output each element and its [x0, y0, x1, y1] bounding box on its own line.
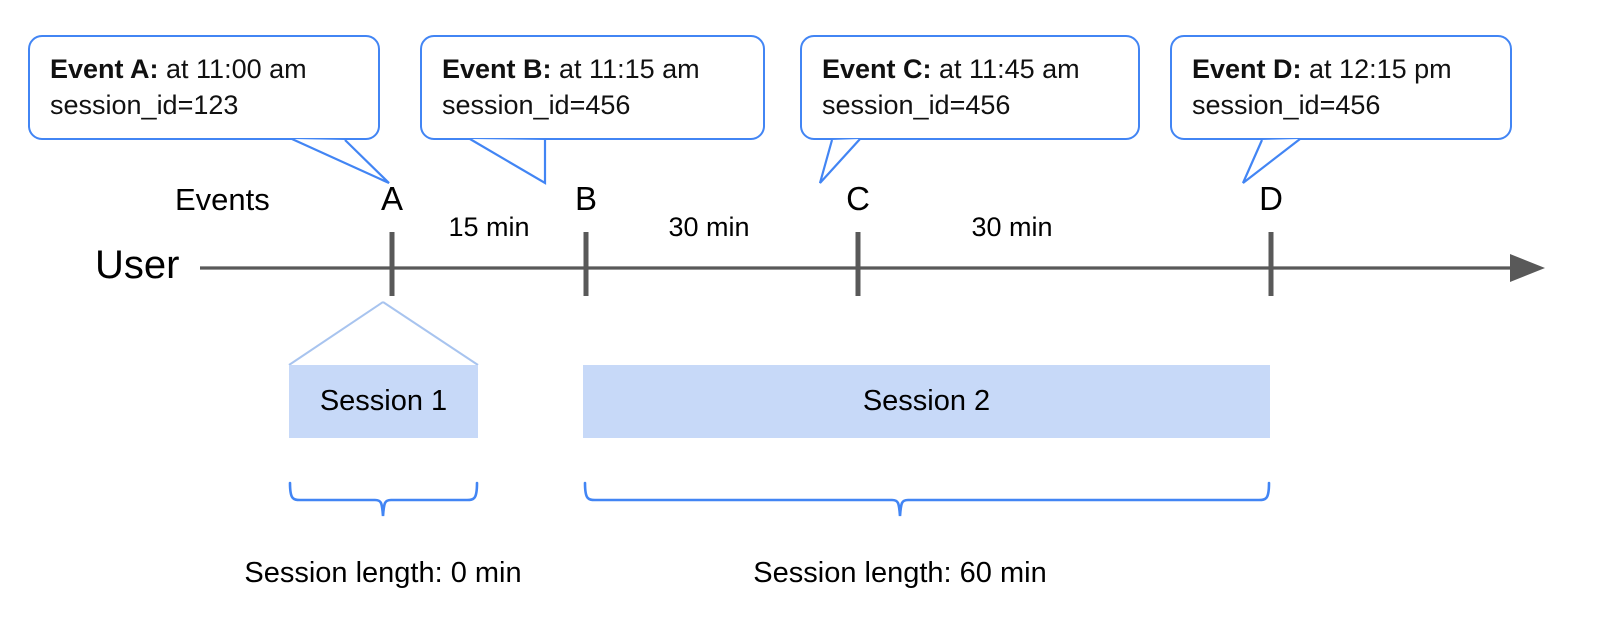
callout-d-session-field: session_id=456 [1192, 90, 1381, 121]
event-letter-d: D [1259, 180, 1283, 217]
callout-event-c: Event C: at 11:45 am session_id=456 [800, 35, 1140, 140]
session-bar-1-label: Session 1 [319, 385, 448, 417]
callout-b-event-name: Event B: [442, 54, 552, 84]
session-bar-2: Session 2 [583, 365, 1270, 438]
gap-label-c-d: 30 min [971, 212, 1053, 242]
callout-b-event-time: at 11:15 am [551, 54, 700, 84]
event-letter-a: A [380, 180, 404, 217]
callout-d-line1: Event D: at 12:15 pm [1192, 51, 1494, 87]
callout-c-event-name: Event C: [822, 54, 932, 84]
callout-a-line1: Event A: at 11:00 am [50, 51, 362, 87]
callout-b-line1: Event B: at 11:15 am [442, 51, 747, 87]
callout-event-d: Event D: at 12:15 pm session_id=456 [1170, 35, 1512, 140]
session-1-length-caption: Session length: 0 min [244, 557, 522, 589]
event-letter-c: C [846, 180, 870, 217]
callout-c-event-time: at 11:45 am [931, 54, 1080, 84]
callout-c-session-field: session_id=456 [822, 90, 1011, 121]
axis-arrowhead [1510, 254, 1545, 282]
callout-a-session-field: session_id=123 [50, 90, 239, 121]
gap-label-b-c: 30 min [668, 212, 750, 242]
gap-label-a-b: 15 min [448, 212, 530, 242]
callout-d-event-time: at 12:15 pm [1301, 54, 1452, 84]
callout-a-event-time: at 11:00 am [158, 54, 307, 84]
session-2-length-caption: Session length: 60 min [753, 557, 1047, 589]
session-bar-1: Session 1 [289, 365, 478, 438]
callout-c-line1: Event C: at 11:45 am [822, 51, 1122, 87]
callout-a-event-name: Event A: [50, 54, 159, 84]
callout-event-b: Event B: at 11:15 am session_id=456 [420, 35, 765, 140]
callout-d-event-name: Event D: [1192, 54, 1302, 84]
events-row-label: Events [175, 182, 270, 217]
event-letter-b: B [574, 180, 598, 217]
session-bar-2-label: Session 2 [862, 385, 991, 417]
callout-event-a: Event A: at 11:00 am session_id=123 [28, 35, 380, 140]
callout-b-session-field: session_id=456 [442, 90, 631, 121]
user-row-label: User [95, 243, 180, 287]
